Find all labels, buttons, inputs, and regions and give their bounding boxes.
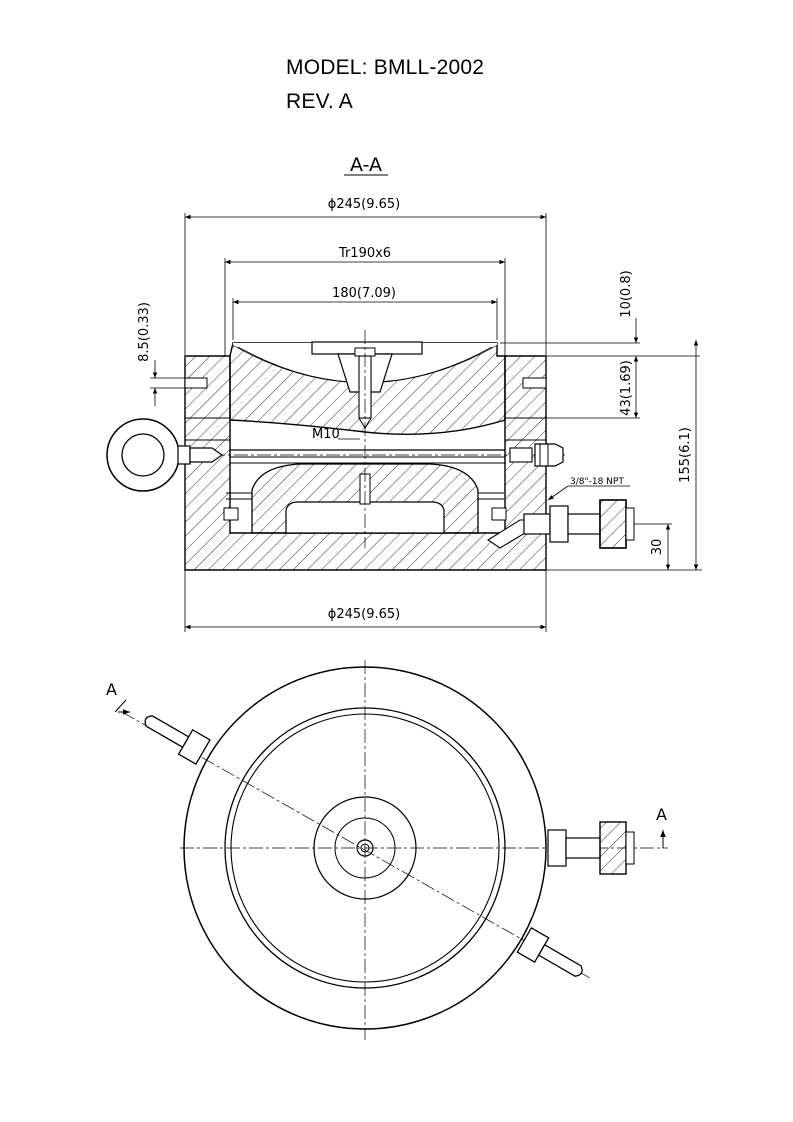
plan-coupler (547, 821, 635, 875)
model-title: MODEL: BMLL-2002 (286, 56, 485, 79)
height-label: 155(6.1) (678, 427, 693, 483)
m10-label: M10 (312, 427, 340, 442)
hydraulic-coupler (486, 499, 635, 549)
port-height-label: 30 (650, 539, 665, 556)
section-marker-left: A (106, 680, 117, 699)
stroke-dimension: 43(1.69) (545, 356, 640, 419)
saddle-step-label: 10(0.8) (619, 270, 634, 317)
top-diameter-dimension: ϕ245(9.65) (184, 197, 547, 355)
plan-view: A A (106, 660, 668, 1040)
handle-lower-right (516, 926, 583, 977)
bottom-diameter-label: ϕ245(9.65) (328, 607, 400, 622)
handle-upper-left (144, 715, 211, 766)
bottom-diameter-dimension: ϕ245(9.65) (184, 570, 547, 632)
top-diameter-label: ϕ245(9.65) (328, 197, 400, 212)
revision-label: REV. A (286, 90, 353, 113)
saddle-step-dimension: 10(0.8) (500, 270, 700, 357)
thread-label: Tr190x6 (338, 246, 391, 261)
height-dimension: 155(6.1) (546, 340, 702, 571)
section-view: A-A ϕ245(9.65) Tr190x6 180(7.09) (106, 154, 702, 632)
left-hole-label: 8.5(0.33) (137, 302, 152, 362)
left-hole-dimension: 8.5(0.33) (137, 302, 185, 406)
plug-right (509, 443, 564, 467)
port-thread-label: 3/8"-18 NPT (570, 477, 624, 487)
thread-dimension: Tr190x6 (224, 246, 506, 357)
lifting-eye-left (106, 418, 224, 492)
saddle-label: 180(7.09) (332, 286, 396, 301)
section-title: A-A (350, 154, 382, 176)
stroke-label: 43(1.69) (619, 360, 634, 416)
section-marker-right: A (656, 805, 667, 824)
saddle-dimension: 180(7.09) (232, 286, 498, 340)
port-height-dimension: 30 (634, 523, 672, 570)
